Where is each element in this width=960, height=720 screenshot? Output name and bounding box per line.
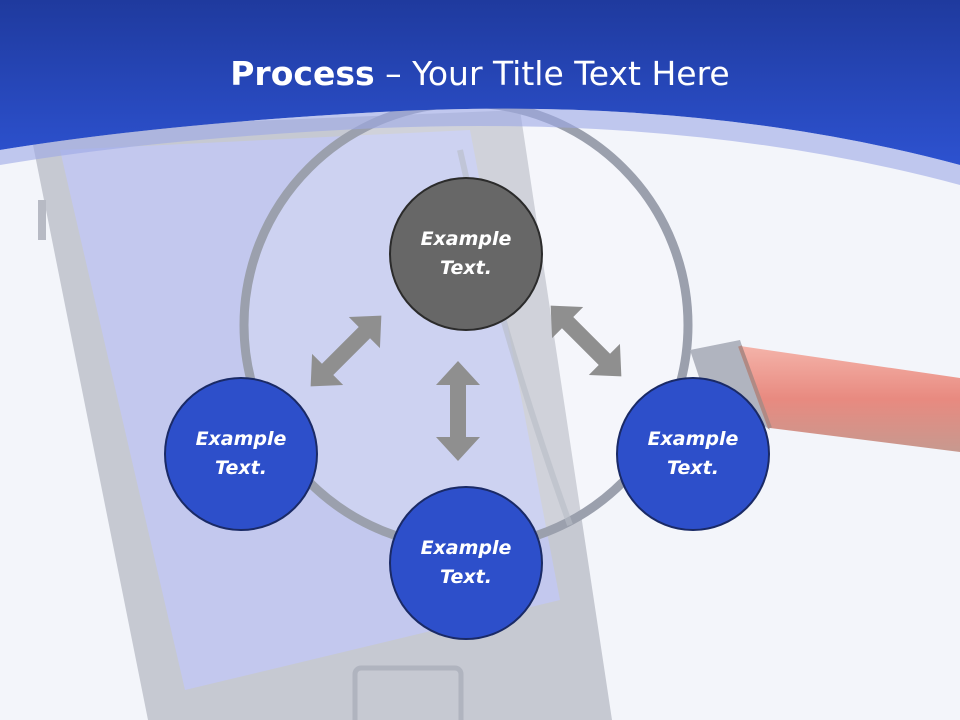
node-label-line1: Example [647, 428, 739, 450]
node-label-line1: Example [420, 228, 512, 250]
node-label-line2: Text. [215, 457, 267, 479]
node-label-line2: Text. [440, 566, 492, 588]
node-label-line1: Example [420, 537, 512, 559]
double-arrow-icon [310, 315, 382, 387]
slide-title: Process – Your Title Text Here [0, 52, 960, 96]
header-banner [0, 0, 960, 185]
node-label-line2: Text. [440, 257, 492, 279]
node-label-line1: Example [195, 428, 287, 450]
node-label-line2: Text. [667, 457, 719, 479]
process-node-left[interactable]: Example Text. [164, 377, 318, 531]
double-arrow-icon [550, 305, 622, 377]
process-node-bottom[interactable]: Example Text. [389, 486, 543, 640]
process-node-top[interactable]: Example Text. [389, 177, 543, 331]
title-bold: Process [230, 54, 375, 93]
title-rest: – Your Title Text Here [374, 54, 730, 93]
double-arrow-icon [436, 361, 480, 461]
process-node-right[interactable]: Example Text. [616, 377, 770, 531]
